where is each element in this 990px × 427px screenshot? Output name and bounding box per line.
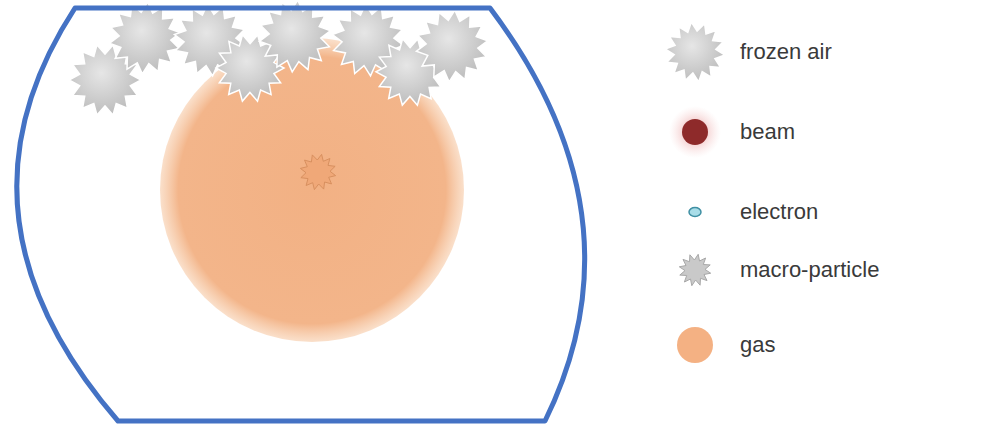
frozen-air-sample <box>665 22 725 82</box>
legend-swatch <box>660 182 730 242</box>
macro-particle-sample <box>679 254 710 285</box>
gas-cloud <box>160 38 464 342</box>
gas-sample <box>677 327 713 363</box>
legend-label: frozen air <box>740 39 832 65</box>
beam-sample <box>682 119 708 145</box>
legend-entry: beam <box>660 102 980 162</box>
legend-entry: gas <box>660 315 980 375</box>
frozen-air-layer <box>69 0 488 190</box>
legend-swatch <box>660 315 730 375</box>
legend-swatch <box>660 102 730 162</box>
legend-label: gas <box>740 332 775 358</box>
beam-glow <box>669 106 721 158</box>
legend-swatch <box>660 22 730 82</box>
legend-entry: frozen air <box>660 22 980 82</box>
legend-label: electron <box>740 199 818 225</box>
electron-sample <box>689 208 701 217</box>
legend-swatch <box>660 240 730 300</box>
macro-particle <box>300 154 335 189</box>
frozen-air-star <box>259 0 330 72</box>
frozen-air-star <box>109 2 180 74</box>
beam-pipe-wall <box>17 8 585 421</box>
legend-label: beam <box>740 119 795 145</box>
legend-entry: electron <box>660 182 980 242</box>
legend-label: macro-particle <box>740 257 879 283</box>
frozen-air-star <box>416 10 487 82</box>
legend-entry: macro-particle <box>660 240 980 300</box>
